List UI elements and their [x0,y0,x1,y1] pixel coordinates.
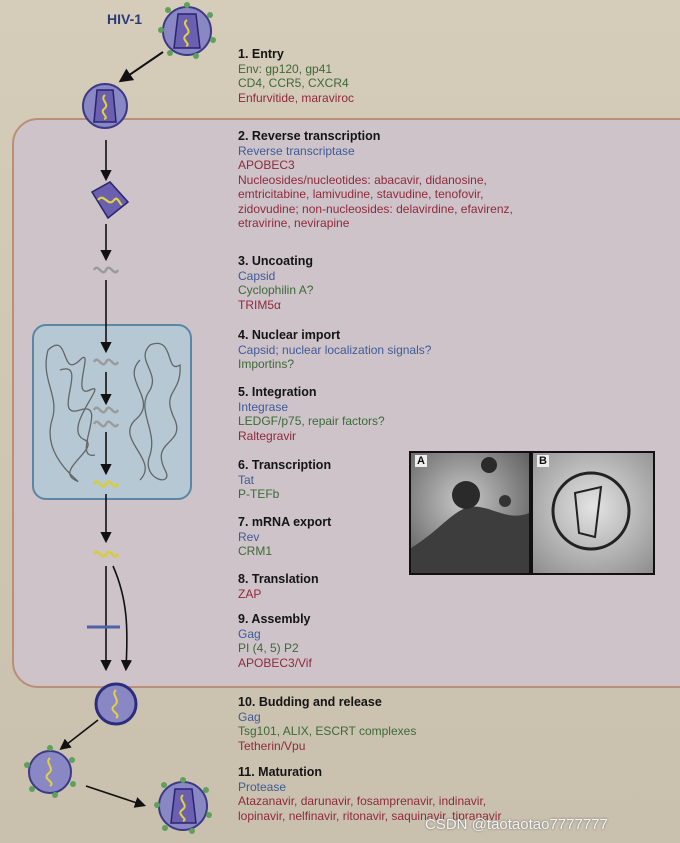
step-detail: APOBEC3/Vif [238,655,312,670]
micrograph-panel-b: B [533,453,653,573]
step-detail: Tat [238,473,255,487]
exported-rna-icon [92,550,120,558]
rna-transcript-icon [92,480,120,488]
step-detail: Gag [238,627,261,641]
step-maturation: 11. Maturation Protease Atazanavir, daru… [238,765,501,823]
hiv-label: HIV-1 [107,11,143,27]
step-detail: etravirine, nevirapine [238,216,350,231]
step-detail: Nucleosides/nucleotides: abacavir, didan… [238,172,487,187]
step-detail: Env: gp120, gp41 [238,62,333,76]
step-detail: CD4, CCR5, CXCR4 [238,76,349,91]
step-title: 2. Reverse transcription [238,129,381,143]
step-detail: zidovudine; non-nucleosides: delavirdine… [238,201,513,216]
step-nuclear-import: 4. Nuclear import Capsid; nuclear locali… [238,328,431,372]
step-detail: lopinavir, nelfinavir, ritonavir, saquin… [238,808,502,823]
step-transcription: 6. Transcription Tat P-TEFb [238,458,331,502]
step-detail: PI (4, 5) P2 [238,641,299,656]
step-title: 11. Maturation [238,765,323,779]
step-detail: Rev [238,530,260,544]
step-mrna-export: 7. mRNA export Rev CRM1 [238,515,331,559]
step-detail: Atazanavir, darunavir, fosamprenavir, in… [238,794,487,809]
step-translation: 8. Translation ZAP [238,572,319,601]
panel-label-a: A [415,455,427,467]
capsid-icon [90,181,130,220]
step-detail: TRIM5α [238,297,281,312]
mature-virion-icon [154,777,212,834]
step-title: 5. Integration [238,385,317,399]
micrograph-panel-a: A [411,453,529,573]
step-detail: Capsid [238,269,276,283]
immature-virion-icon [24,745,76,798]
step-detail: Protease [238,780,287,794]
step-detail: Raltegravir [238,428,297,443]
step-detail: ZAP [238,587,262,601]
step-assembly: 9. Assembly Gag PI (4, 5) P2 APOBEC3/Vif [238,612,312,670]
step-detail: Tetherin/Vpu [238,738,306,753]
step-title: 4. Nuclear import [238,328,341,342]
preintegration-complex-icon [92,358,120,366]
step-title: 7. mRNA export [238,515,332,529]
step-detail: Enfurvitide, maraviroc [238,90,355,105]
step-detail: Importins? [238,357,295,372]
budding-virion-icon [94,682,138,726]
virion-icon [158,2,216,59]
chromatin-icon [45,342,181,482]
electron-micrograph: A B [409,451,655,575]
step-detail: CRM1 [238,544,273,559]
step-detail: LEDGF/p75, repair factors? [238,414,385,429]
dna-icon [92,266,120,274]
step-detail: Tsg101, ALIX, ESCRT complexes [238,724,417,739]
entry-virion-icon [82,83,128,129]
step-detail: Reverse transcriptase [238,144,355,158]
step-title: 10. Budding and release [238,695,382,709]
step-title: 6. Transcription [238,458,332,472]
budding-micrograph-image [411,457,529,573]
step-detail: emtricitabine, lamivudine, stavudine, te… [238,187,484,202]
step-uncoating: 3. Uncoating Capsid Cyclophilin A? TRIM5… [238,254,313,312]
step-detail: Capsid; nuclear localization signals? [238,343,432,357]
step-detail: APOBEC3 [238,158,295,173]
step-title: 9. Assembly [238,612,311,626]
step-detail: Cyclophilin A? [238,283,314,298]
step-detail: Integrase [238,400,289,414]
step-reverse-transcription: 2. Reverse transcription Reverse transcr… [238,129,513,230]
step-integration: 5. Integration Integrase LEDGF/p75, repa… [238,385,385,443]
step-title: 1. Entry [238,47,284,61]
integrated-provirus-icon [92,406,120,414]
step-entry: 1. Entry Env: gp120, gp41 CD4, CCR5, CXC… [238,47,354,105]
panel-label-b: B [537,455,549,467]
step-detail: P-TEFb [238,487,280,502]
step-title: 3. Uncoating [238,254,314,268]
mature-virion-micrograph-image [551,471,631,551]
step-title: 8. Translation [238,572,319,586]
step-budding-release: 10. Budding and release Gag Tsg101, ALIX… [238,695,416,753]
step-detail: Gag [238,710,261,724]
watermark-text: CSDN @taotaotao7777777 [425,816,608,833]
